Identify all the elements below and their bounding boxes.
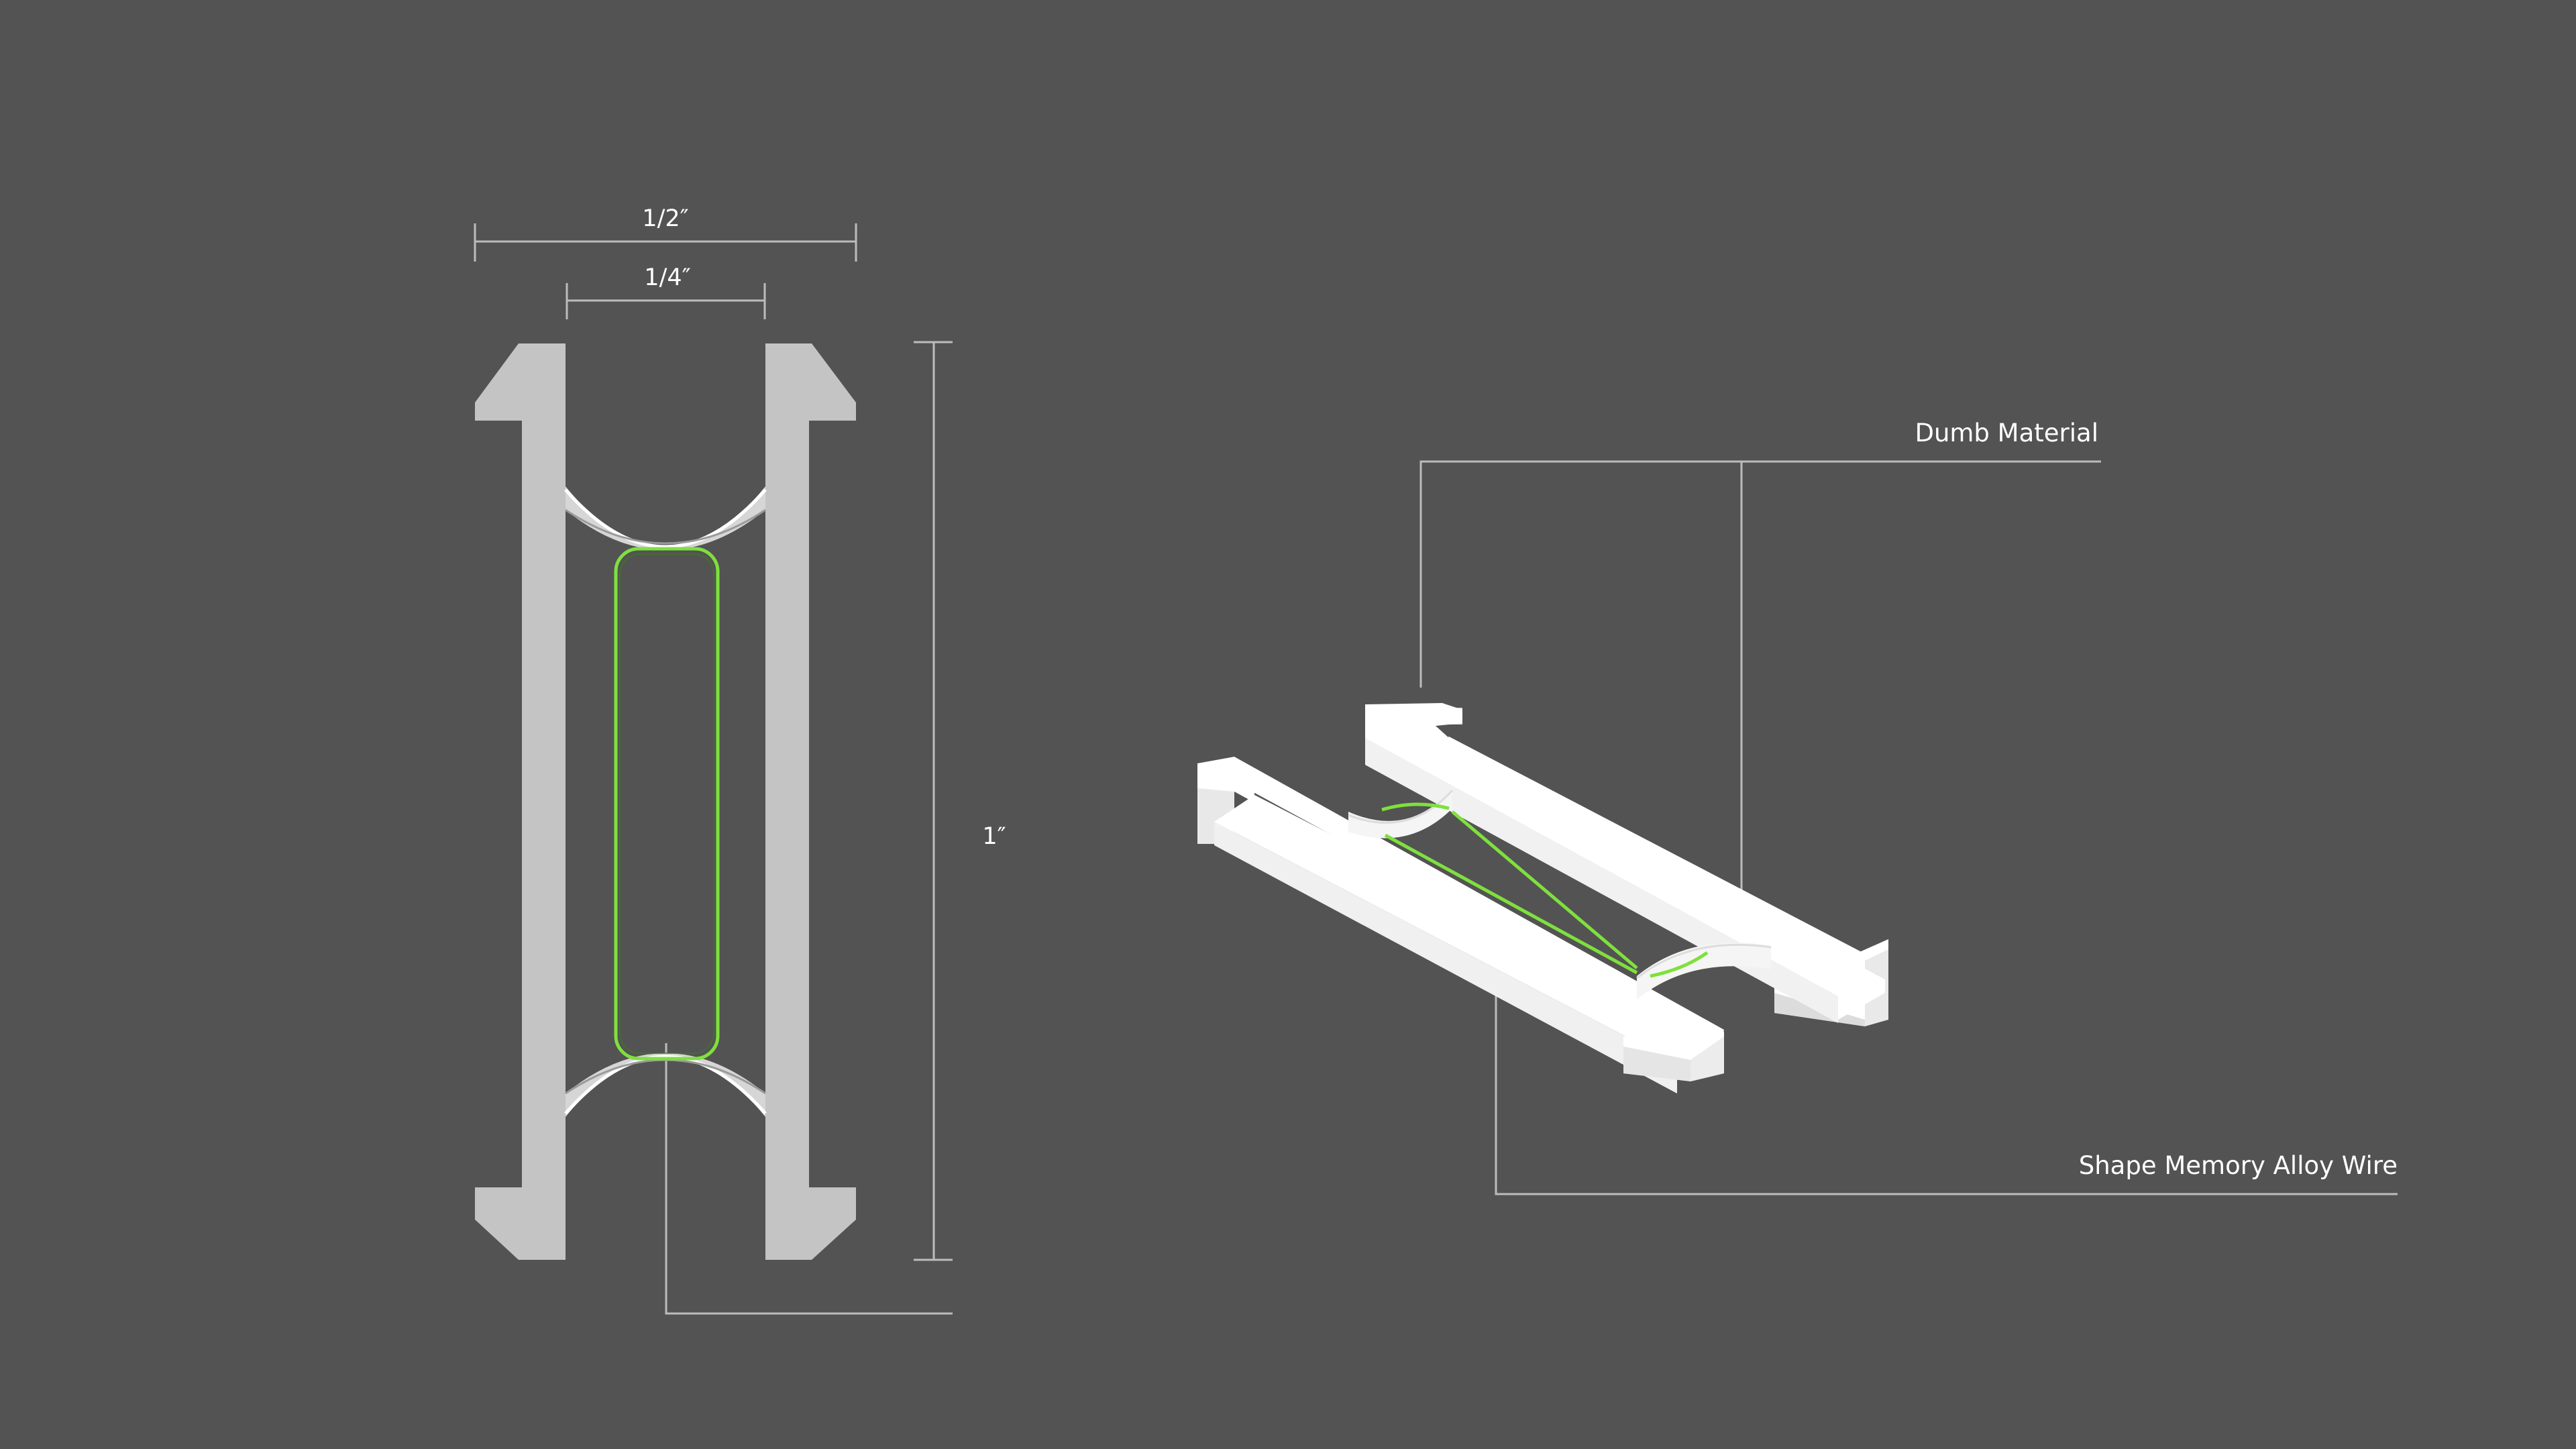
inner-width-dimension (566, 283, 766, 319)
iso-front-rail (1197, 757, 1724, 1093)
left-rail (475, 343, 566, 1260)
iso-top-arc (1348, 788, 1452, 839)
inner-width-label: 1/4″ (644, 264, 690, 291)
top-arc-highlight (564, 488, 767, 549)
sma-wire-loop-shadow (619, 553, 714, 1054)
sma-wire-leader (1495, 973, 2398, 1195)
top-arc-shadow (565, 508, 766, 545)
iso-top-arc-edge (1348, 789, 1454, 824)
bottom-arc-highlight (564, 1055, 767, 1115)
plan-leader-line (665, 1043, 953, 1315)
iso-view: Dumb Material Shape Memory Alloy Wire (1197, 419, 2398, 1195)
iso-bottom-arc-edge (1636, 943, 1772, 979)
height-label: 1″ (982, 823, 1006, 850)
plan-view: 1/2″ 1/4″ 1″ (474, 205, 1006, 1315)
dumb-material-label: Dumb Material (1915, 419, 2098, 447)
height-dimension (914, 341, 953, 1261)
sma-wire-loop (614, 547, 720, 1061)
overall-width-dimension (474, 223, 857, 262)
overall-width-label: 1/2″ (642, 205, 688, 232)
dumb-material-leader (1419, 460, 2101, 688)
right-rail (765, 343, 856, 1260)
sma-wire-label: Shape Memory Alloy Wire (2079, 1151, 2398, 1180)
iso-sma-wires (1381, 802, 1709, 978)
